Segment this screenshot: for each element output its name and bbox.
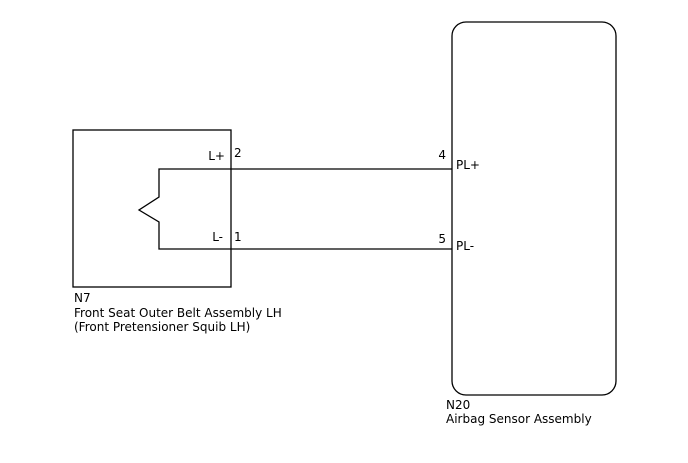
right-pin-top-label: PL+ (456, 158, 480, 172)
left-component-name: Front Seat Outer Belt Assembly LH (74, 306, 282, 320)
right-pin-bottom-label: PL- (456, 239, 474, 253)
right-pin-top-number: 4 (438, 148, 446, 162)
left-pin-top-label: L+ (208, 149, 225, 163)
right-pin-bottom-number: 5 (438, 232, 446, 246)
left-component-id: N7 (74, 291, 91, 305)
right-component-box (451, 21, 617, 396)
left-component-subname: (Front Pretensioner Squib LH) (74, 320, 250, 334)
squib-symbol (137, 168, 231, 250)
right-component-name: Airbag Sensor Assembly (446, 412, 592, 426)
right-component-id: N20 (446, 398, 470, 412)
left-pin-bottom-label: L- (212, 230, 223, 244)
left-component-box (72, 129, 232, 288)
left-pin-bottom-number: 1 (234, 230, 242, 244)
left-pin-top-number: 2 (234, 146, 242, 160)
